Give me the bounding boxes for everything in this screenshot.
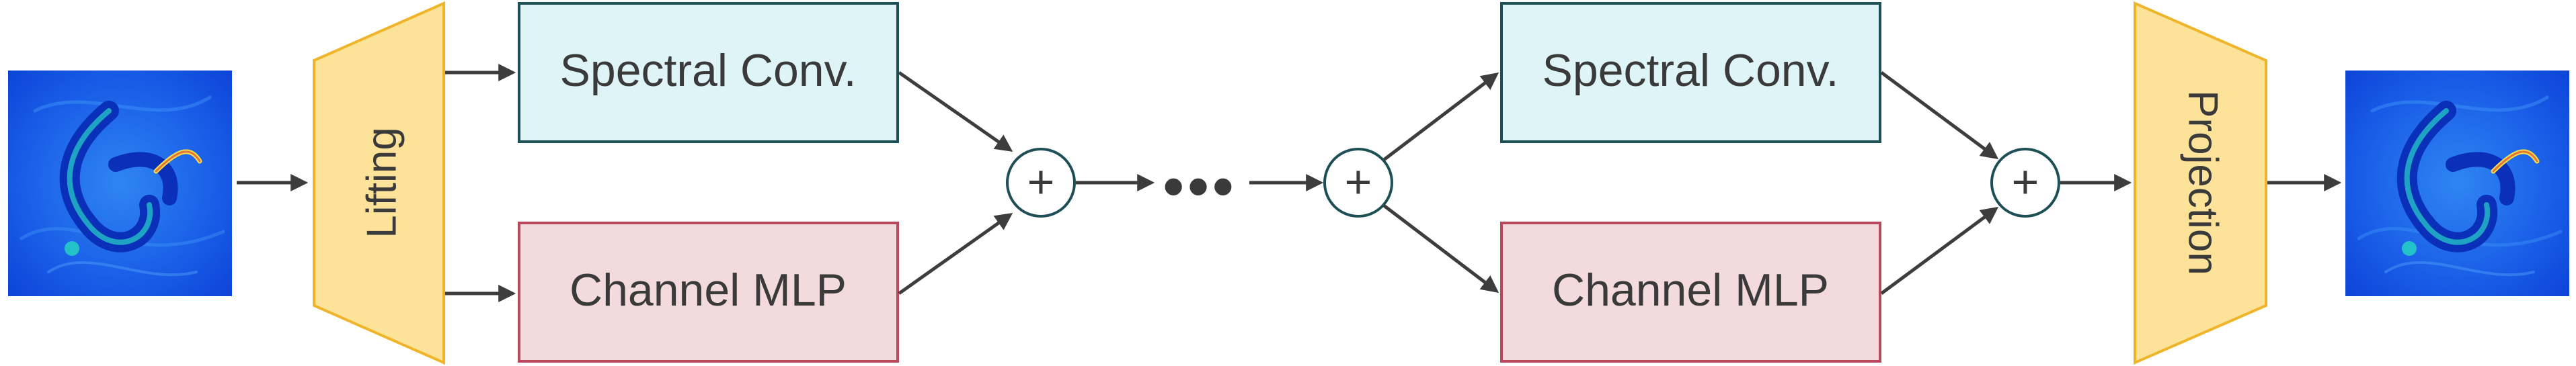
arrow-mlp2-to-sum2 bbox=[1880, 206, 1999, 295]
spectral-conv-box-2: Spectral Conv. bbox=[1500, 2, 1881, 143]
vortex-swirl bbox=[19, 95, 225, 277]
spectral-conv-box-1: Spectral Conv. bbox=[518, 2, 899, 143]
channel-mlp-label-1: Channel MLP bbox=[570, 265, 847, 316]
plus-icon: + bbox=[1345, 155, 1372, 208]
lifting-trapezoid bbox=[313, 1, 445, 365]
arrow-split-to-mlp2 bbox=[1382, 204, 1499, 293]
output-field-image bbox=[2345, 71, 2569, 296]
projection-trapezoid bbox=[2134, 1, 2267, 365]
sum-node-2: + bbox=[1990, 148, 2060, 218]
arrow-mlp1-to-sum1 bbox=[898, 212, 1013, 295]
lifting-block: Lifting bbox=[313, 1, 445, 365]
projection-label: Projection bbox=[2180, 90, 2226, 275]
sum-node-1: + bbox=[1006, 148, 1076, 218]
arrow-spectral1-to-sum1 bbox=[898, 71, 1013, 152]
plus-icon: + bbox=[1027, 155, 1055, 208]
ellipsis: ••• bbox=[1163, 152, 1237, 219]
spectral-conv-label-1: Spectral Conv. bbox=[560, 45, 857, 96]
plus-icon: + bbox=[2012, 155, 2039, 208]
split-node-2: + bbox=[1323, 148, 1393, 218]
spectral-conv-label-2: Spectral Conv. bbox=[1543, 45, 1839, 96]
channel-mlp-box-2: Channel MLP bbox=[1500, 222, 1881, 363]
vortex-swirl bbox=[2357, 95, 2563, 277]
channel-mlp-box-1: Channel MLP bbox=[518, 222, 899, 363]
arrow-split-to-spectral2 bbox=[1382, 72, 1499, 161]
projection-block: Projection bbox=[2134, 1, 2267, 365]
channel-mlp-label-2: Channel MLP bbox=[1552, 265, 1829, 316]
lifting-label: Lifting bbox=[358, 127, 405, 238]
arrow-spectral2-to-sum2 bbox=[1880, 71, 1999, 160]
input-field-image bbox=[8, 71, 232, 296]
